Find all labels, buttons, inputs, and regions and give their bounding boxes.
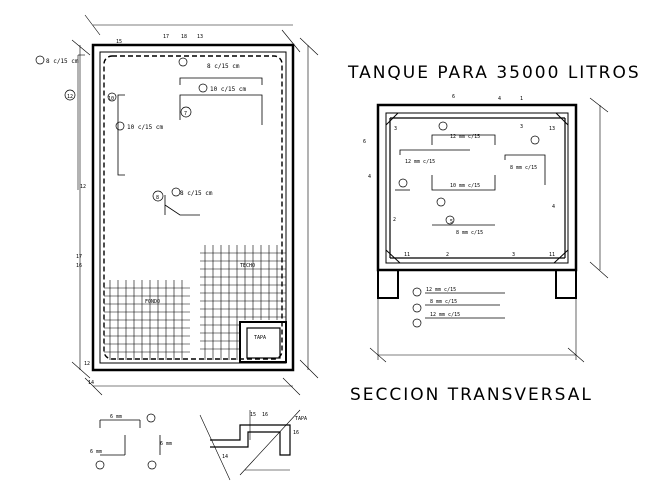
fondo-grid — [104, 280, 190, 360]
section-n2b: 2 — [446, 252, 449, 258]
mark-14: 14 — [88, 380, 94, 386]
plan-outer-wall — [91, 43, 295, 372]
mark-16: 16 — [76, 263, 82, 269]
section-outer-wall — [376, 103, 578, 272]
section-rebar-b: 12 mm c/15 — [405, 159, 435, 165]
section-inner-wall — [385, 112, 569, 264]
section-n3c: 3 — [512, 252, 515, 258]
mark-12: 12 — [80, 184, 86, 190]
plan-rebar-left: 10 c/15 cm — [127, 124, 164, 131]
plan-inner-wall — [99, 51, 287, 364]
section-n3b: 3 — [394, 126, 397, 132]
callout-8: 8 — [156, 195, 159, 201]
section-title: SECCION TRANSVERSAL — [350, 385, 593, 405]
mark-12b: 12 — [84, 361, 90, 367]
detail-n15: 15 — [250, 412, 256, 418]
plan-rebar-left — [117, 94, 125, 176]
plan-rebar-lower — [164, 204, 200, 216]
section-n3: 3 — [520, 124, 523, 130]
mark-18: 18 — [181, 34, 187, 40]
plan-dashed-rebar — [103, 55, 283, 360]
callout-7: 7 — [184, 111, 187, 117]
techo-grid — [200, 245, 286, 360]
section-view — [369, 97, 609, 363]
detail-3-label: 6 mm — [160, 441, 172, 447]
legend-1: 12 mm c/15 — [426, 287, 456, 293]
section-rebar-c: 8 mm c/15 — [510, 165, 537, 171]
section-rebar-a: 12 mm c/15 — [450, 134, 480, 140]
section-n11: 11 — [404, 252, 410, 258]
section-n6: 6 — [452, 94, 455, 100]
mark-13: 13 — [197, 34, 203, 40]
label-techo: TECHO — [240, 263, 255, 269]
plan-rebar-lower: 8 c/15 cm — [180, 190, 213, 197]
section-rebar-e: 8 mm c/15 — [456, 230, 483, 236]
section-n2: 2 — [393, 217, 396, 223]
callout-10: 10 — [108, 96, 114, 102]
tapa-detail-profile — [210, 424, 291, 456]
plan-rebar-center: 10 c/15 cm — [210, 86, 247, 93]
plan-view — [35, 14, 319, 396]
section-n6b: 6 — [363, 139, 366, 145]
detail-2-label: 6 mm — [90, 449, 102, 455]
tank-title: TANQUE PARA 35000 LITROS — [347, 63, 641, 83]
section-n4c: 4 — [552, 204, 555, 210]
tapa-box-inner — [246, 327, 281, 359]
plan-rebar-top — [179, 77, 263, 85]
tapa-box-outer — [239, 321, 287, 363]
detail-tapa: TAPA — [295, 416, 307, 422]
legend-3: 12 mm c/15 — [430, 312, 460, 318]
footing-right — [555, 269, 577, 299]
section-n4b: 4 — [368, 174, 371, 180]
plan-rebar-center — [179, 94, 263, 125]
mark-17: 17 — [163, 34, 169, 40]
section-n5: 5 — [450, 219, 453, 225]
plan-rebar-top: 8 c/15 cm — [207, 63, 240, 70]
section-n11b: 11 — [549, 252, 555, 258]
mark-15: 15 — [116, 39, 122, 45]
label-tapa: TAPA — [254, 335, 266, 341]
details — [95, 409, 301, 481]
mark-17b: 17 — [76, 254, 82, 260]
section-n4: 4 — [498, 96, 501, 102]
section-n13: 13 — [549, 126, 555, 132]
section-rebar-d: 10 mm c/15 — [450, 183, 480, 189]
callout-12: 12 — [67, 94, 73, 100]
plan-rebar-top-left: 8 c/15 cm — [46, 58, 79, 65]
detail-n14: 14 — [222, 454, 228, 460]
section-n1: 1 — [520, 96, 523, 102]
legend-2: 8 mm c/15 — [430, 299, 457, 305]
footing-left — [377, 269, 399, 299]
detail-n16: 16 — [262, 412, 268, 418]
detail-1-label: 6 mm — [110, 414, 122, 420]
label-fondo: FONDO — [145, 299, 160, 305]
detail-n16b: 16 — [293, 430, 299, 436]
